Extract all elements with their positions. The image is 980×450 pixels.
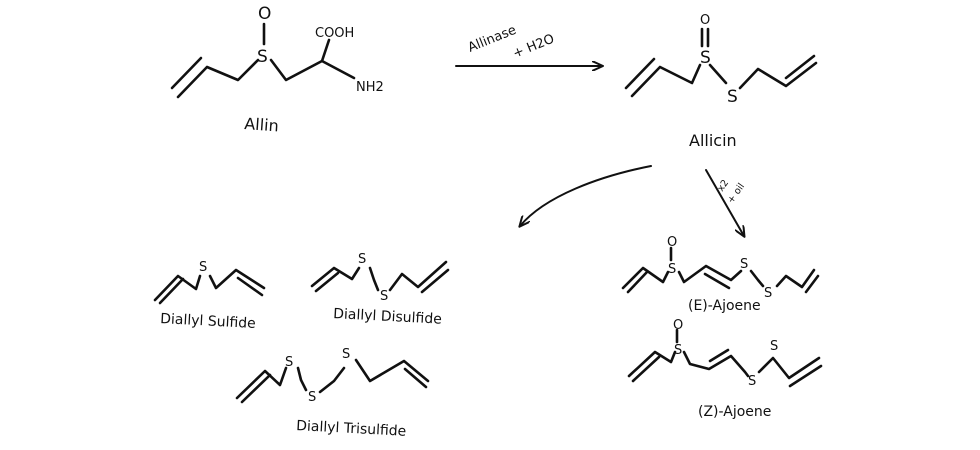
alliin-name: Allin bbox=[244, 114, 280, 135]
allicin-sulfoxide-sulfur-label: S bbox=[700, 48, 711, 68]
diallyl-sulfide-name: Diallyl Sulfide bbox=[160, 311, 256, 332]
diallyl-trisulfide-structure: S S S Diallyl Trisulfide bbox=[235, 347, 430, 440]
z-ajoene-sulfoxide-sulfur-label: S bbox=[674, 343, 682, 358]
e-ajoene-oxygen-label: O bbox=[667, 235, 677, 250]
e-ajoene-sulfur-2-label: S bbox=[764, 286, 772, 301]
z-ajoene-sulfur-2-label: S bbox=[770, 339, 778, 354]
ajoene-formation-arrow: x2 + oil bbox=[705, 169, 747, 236]
diallyl-trisulfide-sulfur-2-label: S bbox=[308, 390, 316, 405]
alliin-amine-label: NH2 bbox=[356, 80, 384, 95]
diallyl-trisulfide-sulfur-3-label: S bbox=[342, 347, 350, 362]
alliin-sulfur-label: S bbox=[257, 47, 268, 67]
enzymatic-reaction-arrow: Allinase + H2O bbox=[455, 23, 602, 66]
e-ajoene-name: (E)-Ajoene bbox=[688, 298, 761, 314]
diallyl-disulfide-structure: S S Diallyl Disulfide bbox=[310, 252, 450, 328]
z-ajoene-sulfur-1-label: S bbox=[748, 374, 756, 389]
diallyl-disulfide-name: Diallyl Disulfide bbox=[333, 306, 442, 328]
z-ajoene-name: (Z)-Ajoene bbox=[698, 404, 771, 420]
allicin-oxygen-label: O bbox=[700, 13, 710, 28]
alliin-oxygen-label: O bbox=[258, 4, 271, 24]
alliin-carboxyl-label: COOH bbox=[315, 26, 354, 41]
e-ajoene-structure: O S S S (E)-Ajoene bbox=[621, 235, 820, 314]
allicin-sulfur-label: S bbox=[727, 87, 738, 107]
z-ajoene-oxygen-label: O bbox=[673, 318, 683, 333]
multiplier-condition-label: x2 bbox=[715, 178, 731, 194]
e-ajoene-sulfur-1-label: S bbox=[740, 257, 748, 272]
diallyl-disulfide-sulfur-2-label: S bbox=[380, 289, 388, 304]
allinase-condition-label: Allinase bbox=[466, 23, 519, 56]
e-ajoene-sulfoxide-sulfur-label: S bbox=[668, 262, 676, 277]
z-ajoene-structure: O S S S (Z)-Ajoene bbox=[627, 318, 823, 420]
diallyl-trisulfide-name: Diallyl Trisulfide bbox=[296, 418, 407, 440]
decomposition-arrow bbox=[520, 165, 652, 226]
diallyl-disulfide-sulfur-1-label: S bbox=[358, 252, 366, 267]
allicin-structure: O S S Allicin bbox=[624, 13, 818, 150]
diallyl-sulfide-structure: S Diallyl Sulfide bbox=[153, 260, 266, 332]
diallyl-trisulfide-sulfur-1-label: S bbox=[285, 355, 293, 370]
allicin-name: Allicin bbox=[689, 131, 737, 150]
alliin-structure: O S COOH NH2 Allin bbox=[170, 4, 384, 135]
diallyl-sulfide-sulfur-label: S bbox=[199, 260, 207, 275]
